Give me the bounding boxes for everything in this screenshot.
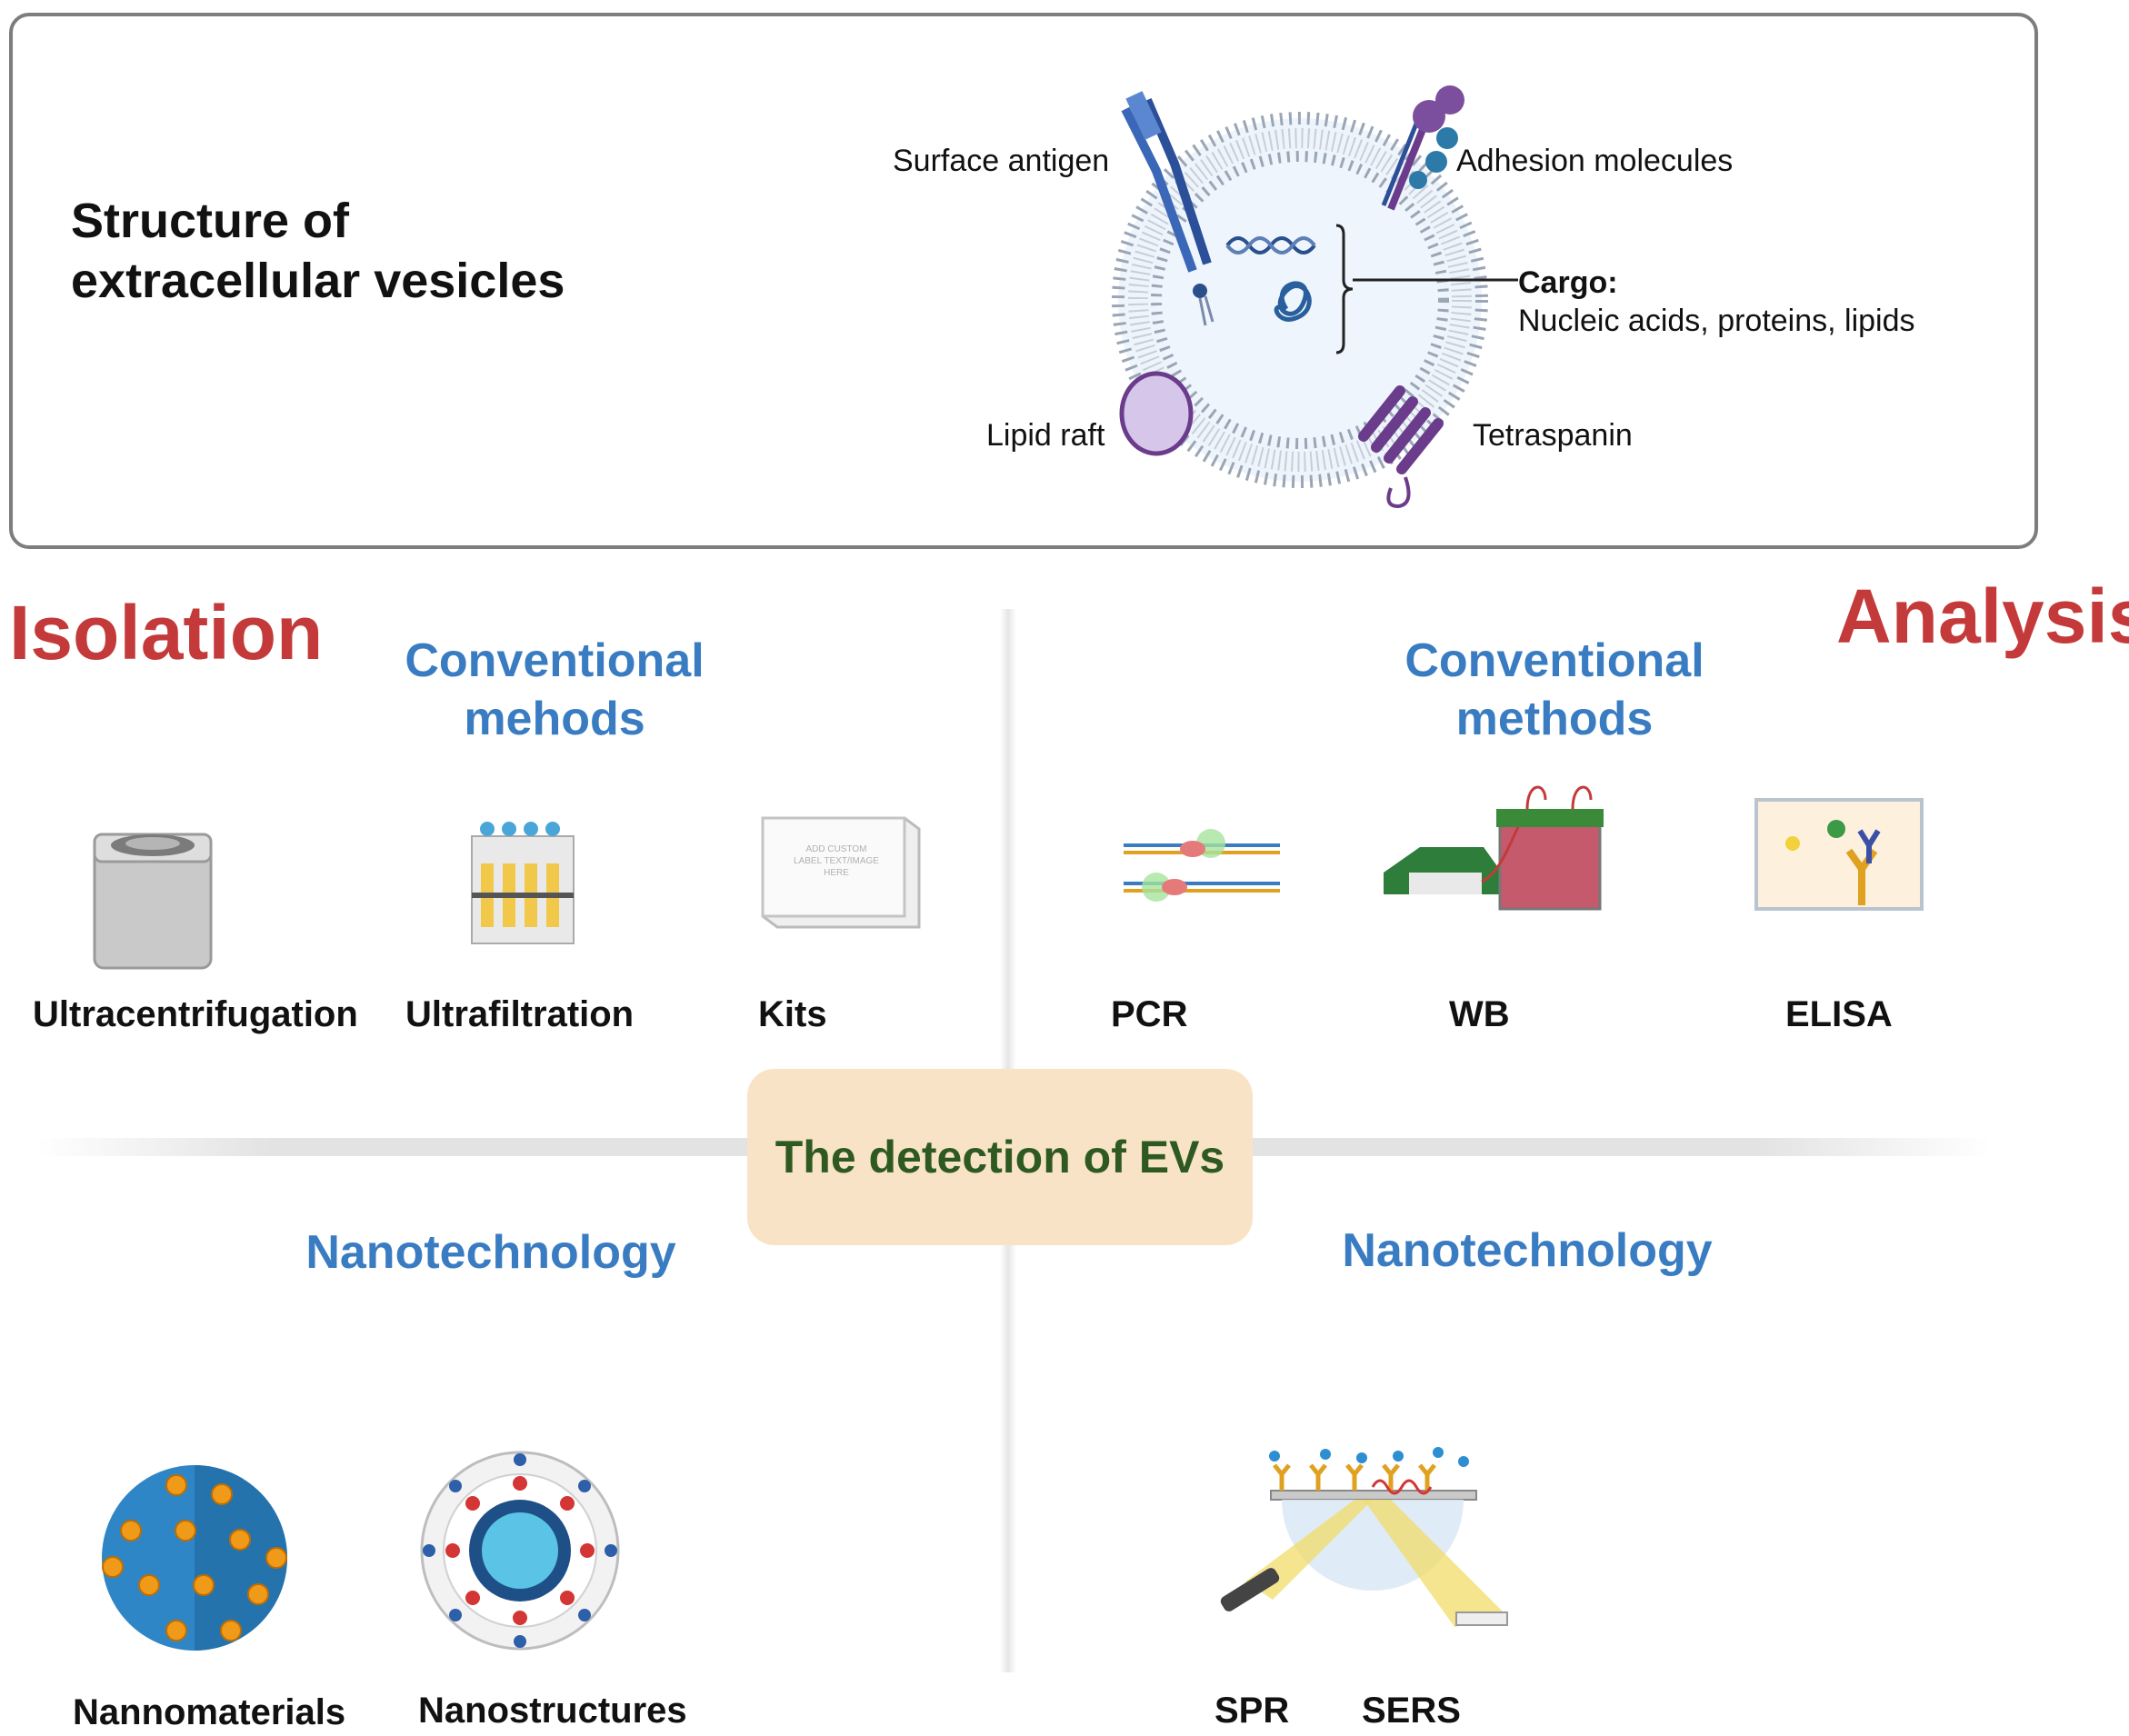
method-elisa: ELISA	[1785, 994, 1893, 1034]
isolation-nano-heading: Nanotechnology	[305, 1226, 676, 1279]
structure-panel	[9, 13, 2038, 549]
adhesion-molecules-label: Adhesion molecules	[1456, 144, 1734, 178]
ultracentrifuge-icon	[93, 833, 213, 970]
lipid-raft-label: Lipid raft	[986, 418, 1105, 453]
method-ultrafiltration: Ultrafiltration	[405, 994, 635, 1034]
method-pcr: PCR	[1111, 994, 1188, 1034]
structure-title: Structure of extracellular vesicles	[71, 194, 565, 308]
surface-antigen-label: Surface antigen	[893, 144, 1110, 178]
tetraspanin-label: Tetraspanin	[1473, 418, 1633, 453]
isolation-heading: Isolation	[9, 590, 324, 675]
center-box: The detection of EVs	[747, 1069, 1253, 1245]
method-kits: Kits	[758, 994, 827, 1034]
center-label: The detection of EVs	[775, 1132, 1225, 1182]
nanomaterial-sphere-icon	[102, 1465, 287, 1651]
method-wb: WB	[1449, 994, 1510, 1034]
nanostructure-icon	[420, 1451, 620, 1651]
cargo-title: Cargo:	[1518, 265, 1618, 300]
kit-label-placeholder: ADD CUSTOM LABEL TEXT/IMAGE HERE	[794, 844, 879, 878]
pcr-icon	[1124, 829, 1280, 902]
western-blot-icon	[1384, 785, 1604, 911]
cargo-text: Nucleic acids, proteins, lipids	[1518, 304, 1915, 338]
analysis-conventional-heading: Conventional methods	[1404, 634, 1704, 745]
ultrafiltration-icon	[471, 822, 575, 944]
nano-item-nanostructures: Nanostructures	[418, 1691, 687, 1731]
vesicle-illustration	[1112, 85, 1518, 509]
analysis-nano-heading: Nanotechnology	[1342, 1224, 1713, 1277]
isolation-conventional-heading: Conventional mehods	[405, 634, 705, 745]
analysis-heading: Analysis	[1836, 574, 2129, 659]
method-ultracentrifugation: Ultracentrifugation	[33, 994, 358, 1034]
nano-item-spr: SPR	[1214, 1691, 1290, 1731]
nano-item-sers: SERS	[1362, 1691, 1461, 1731]
spr-sers-icon	[1220, 1447, 1509, 1627]
nano-item-nannomaterials: Nannomaterials	[73, 1692, 346, 1732]
kits-icon	[761, 816, 921, 929]
elisa-icon	[1754, 798, 1924, 911]
